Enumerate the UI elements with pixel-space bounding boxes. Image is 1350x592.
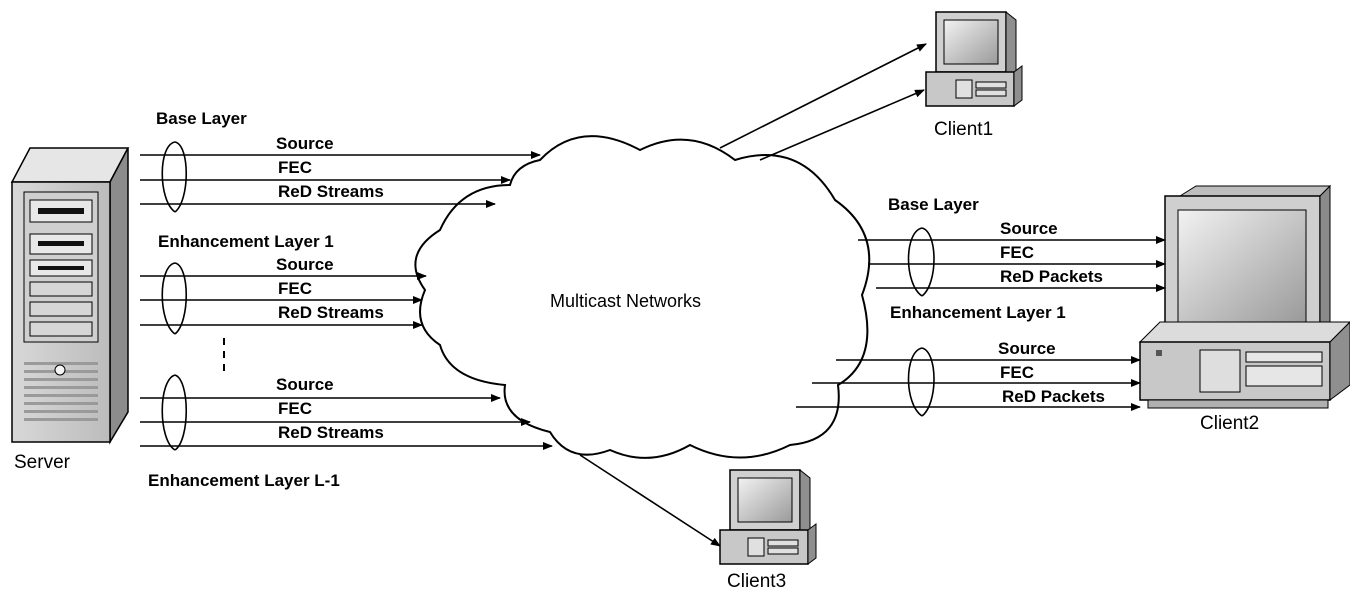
stream-label: Source <box>276 375 334 394</box>
client2-caption: Client2 <box>1200 413 1260 434</box>
stream-label: ReD Packets <box>1002 387 1106 406</box>
cloud-label: Multicast Networks <box>550 291 702 311</box>
client1-computer-icon <box>925 10 1023 107</box>
stream-label: ReD Streams <box>278 303 384 322</box>
server-group-heading: Enhancement Layer 1 <box>158 232 334 251</box>
server-group-heading: Enhancement Layer L-1 <box>148 471 340 490</box>
stream-label: FEC <box>278 158 312 177</box>
client3-computer-icon <box>719 468 817 565</box>
stream-label: Source <box>276 134 334 153</box>
client2-group-heading: Base Layer <box>888 195 979 214</box>
stream-label: Source <box>998 339 1056 358</box>
client1-caption: Client1 <box>934 119 994 140</box>
stream-label: FEC <box>278 279 312 298</box>
stream-label: FEC <box>1000 363 1034 382</box>
client2-group-heading: Enhancement Layer 1 <box>890 303 1066 322</box>
stream-label: FEC <box>1000 243 1034 262</box>
stream-label: ReD Streams <box>278 423 384 442</box>
client-arrows <box>579 43 927 547</box>
stream-label: ReD Packets <box>1000 267 1104 286</box>
server-group-heading: Base Layer <box>156 109 247 128</box>
stream-label: ReD Streams <box>278 182 384 201</box>
server-group-braces <box>161 141 188 451</box>
stream-label: FEC <box>278 399 312 418</box>
server-caption: Server <box>14 452 70 473</box>
client2-group-braces <box>907 227 935 417</box>
client2-stream-arrows <box>796 236 1166 411</box>
client2-computer-icon <box>1138 184 1350 409</box>
server-stream-arrows <box>140 151 553 450</box>
stream-label: Source <box>1000 219 1058 238</box>
server-icon <box>10 147 130 445</box>
stream-label: Source <box>276 255 334 274</box>
client3-caption: Client3 <box>727 571 787 592</box>
